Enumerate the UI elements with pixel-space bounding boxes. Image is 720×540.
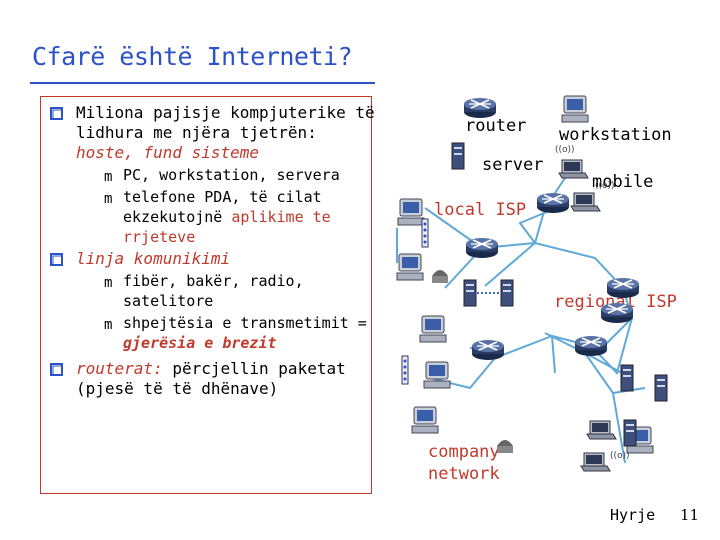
bullet-links: linja komunikimi m fibër, bakër, radio, … bbox=[46, 249, 376, 353]
server-icon bbox=[621, 365, 633, 391]
bullet-routers: routerat: përcjellin paketat (pjesë të t… bbox=[46, 359, 376, 399]
sub-bullet-icon: m bbox=[104, 167, 112, 187]
router-icon bbox=[607, 278, 639, 298]
title-underline bbox=[30, 82, 375, 84]
sub-bullet-pda-red: aplikime te bbox=[231, 208, 330, 226]
bullet-links-line1: linja komunikimi bbox=[76, 249, 376, 269]
sub-bullet-pda: m telefone PDA, të cilat ekzekutojnë apl… bbox=[76, 187, 376, 247]
sub-bullet-pda-text1: telefone PDA, të cilat bbox=[123, 187, 376, 207]
page-title: Cfarë është Interneti? bbox=[32, 42, 352, 71]
workstation-icon bbox=[412, 407, 438, 433]
sub-bullet-speed-text2: gjerësia e brezit bbox=[123, 333, 376, 353]
server-icon bbox=[655, 375, 667, 401]
sub-bullet-icon: m bbox=[104, 273, 112, 293]
mobile-laptop-icon bbox=[581, 453, 610, 471]
sub-bullet-pc-text: PC, workstation, servera bbox=[123, 166, 340, 184]
workstation-icon bbox=[424, 362, 450, 388]
legend-workstation-icon bbox=[562, 96, 588, 122]
network-diagram: ((o)) ((o)) ((o)) bbox=[385, 88, 705, 488]
checkbox-bullet-icon bbox=[50, 253, 63, 266]
sub-bullet-speed-text1: shpejtësia e transmetimit = bbox=[123, 313, 376, 333]
sub-bullet-icon: m bbox=[104, 315, 112, 335]
router-icon bbox=[472, 340, 504, 360]
legend-router-icon bbox=[464, 98, 496, 118]
bullet-devices-line3: hoste, fund sisteme bbox=[76, 143, 376, 163]
sub-bullet-pc: m PC, workstation, servera bbox=[76, 165, 376, 185]
bullet-devices-line2: lidhura me njëra tjetrën: bbox=[76, 123, 376, 143]
page-number: 11 bbox=[680, 506, 699, 524]
bullet-devices-line1: Miliona pajisje kompjuterike të bbox=[76, 103, 376, 123]
sub-bullet-icon: m bbox=[104, 189, 112, 209]
sub-bullet-pda-text3: rrjeteve bbox=[123, 227, 376, 247]
svg-text:((o)): ((o)) bbox=[555, 145, 575, 155]
server-icon bbox=[624, 420, 636, 446]
checkbox-bullet-icon bbox=[50, 107, 63, 120]
mobile-laptop-icon bbox=[571, 193, 600, 211]
bullet-list: Miliona pajisje kompjuterike të lidhura … bbox=[46, 103, 376, 401]
workstation-icon bbox=[397, 254, 423, 280]
phone-icon bbox=[497, 440, 513, 453]
checkbox-bullet-icon bbox=[50, 363, 63, 376]
bullet-routers-red: routerat: bbox=[76, 359, 163, 378]
sub-bullet-media-text: fibër, bakër, radio, satelitore bbox=[123, 272, 304, 310]
bullet-routers-line1: përcjellin paketat bbox=[163, 359, 346, 378]
hub-icon bbox=[402, 356, 408, 384]
sub-bullet-media: m fibër, bakër, radio, satelitore bbox=[76, 271, 376, 311]
router-icon bbox=[537, 193, 569, 213]
svg-text:((o)): ((o)) bbox=[610, 451, 630, 461]
footer-section: Hyrje bbox=[610, 506, 655, 524]
hub-icon bbox=[422, 219, 428, 247]
server-icon bbox=[464, 280, 476, 306]
workstation-icon bbox=[420, 316, 446, 342]
legend-mobile-icon bbox=[559, 160, 588, 178]
legend-server-icon bbox=[452, 143, 464, 169]
router-icon bbox=[466, 238, 498, 258]
sub-bullet-pda-text2: ekzekutojnë bbox=[123, 208, 231, 226]
server-icon bbox=[501, 280, 513, 306]
sub-bullet-speed: m shpejtësia e transmetimit = gjerësia e… bbox=[76, 313, 376, 353]
mobile-laptop-icon bbox=[587, 421, 616, 439]
bullet-devices: Miliona pajisje kompjuterike të lidhura … bbox=[46, 103, 376, 247]
router-icon bbox=[601, 303, 633, 323]
bullet-routers-line2: (pjesë të të dhënave) bbox=[76, 379, 376, 399]
workstation-icon bbox=[398, 199, 424, 225]
svg-text:((o)): ((o)) bbox=[595, 181, 615, 191]
router-icon bbox=[575, 336, 607, 356]
phone-icon bbox=[432, 270, 448, 283]
